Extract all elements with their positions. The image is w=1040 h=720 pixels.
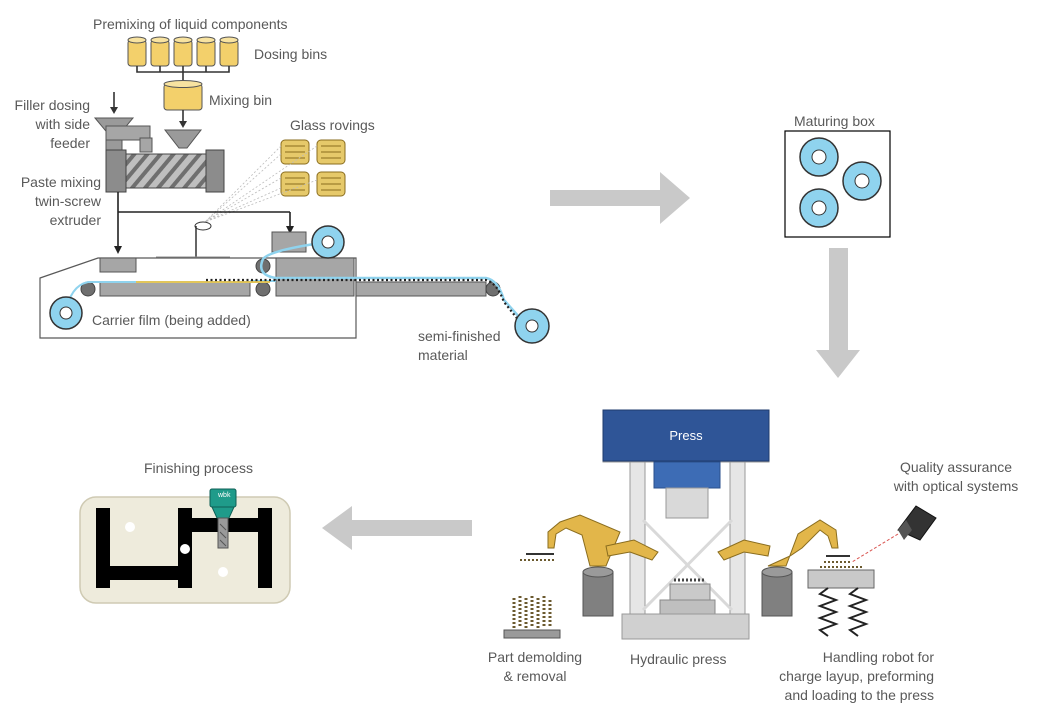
semi-finished-line: semi-finished — [418, 328, 501, 344]
finishing-station — [79, 488, 291, 604]
smc-production-line — [39, 36, 550, 344]
flow-arrow-down — [816, 248, 860, 378]
paste-feed-lines — [117, 192, 291, 250]
flow-arrow-left — [322, 506, 472, 550]
glass-rovings — [204, 139, 346, 223]
roving-spool — [280, 171, 310, 197]
semi-finished-line: material — [418, 347, 468, 363]
twin-screw-extruder — [105, 149, 225, 193]
paste-mixing-line: twin-screw — [34, 193, 101, 209]
dosing-bin — [150, 36, 170, 67]
finishing-process-label: Finishing process — [144, 460, 253, 476]
lower-conveyor — [99, 281, 251, 297]
prepreg-roll — [842, 161, 882, 201]
handling-robot-label: Handling robot for charge layup, preform… — [740, 648, 934, 705]
roving-spool — [280, 139, 310, 165]
press-header — [602, 409, 770, 462]
maturing-box-label: Maturing box — [794, 113, 875, 129]
demolded-parts-stack — [503, 596, 561, 639]
handling-robot-line: and loading to the press — [784, 687, 934, 703]
paste-mixing-line: extruder — [49, 212, 101, 228]
carrier-film-roll — [49, 296, 83, 330]
dosing-bin — [196, 36, 216, 67]
roving-spool — [316, 139, 346, 165]
handling-robot-line: charge layup, preforming — [779, 668, 934, 684]
mixing-bin-label: Mixing bin — [209, 92, 273, 108]
filler-dosing-line: feeder — [50, 135, 90, 151]
premixing-label: Premixing of liquid components — [93, 16, 288, 32]
prepreg-roll — [799, 137, 839, 177]
part-demolding-line: Part demolding — [487, 649, 583, 665]
carrier-film-roll-top — [311, 225, 345, 259]
prepreg-roll — [799, 188, 839, 228]
carrier-film-label: Carrier film (being added) — [92, 312, 251, 328]
filler-dosing-label: Filler dosing with side feeder — [0, 96, 90, 153]
roving-spool — [316, 171, 346, 197]
glass-rovings-label: Glass rovings — [290, 117, 375, 133]
quality-assurance-line: with optical systems — [893, 478, 1019, 494]
quality-assurance-label: Quality assurance with optical systems — [872, 458, 1040, 496]
filler-dosing-line: with side — [35, 116, 90, 132]
flow-arrow-right — [550, 172, 690, 224]
mixing-bin — [163, 80, 203, 128]
dosing-bin — [219, 36, 239, 67]
optical-camera-icon — [851, 505, 937, 563]
tool-brand-label: wbk — [218, 492, 231, 499]
demolding-robot — [520, 514, 659, 617]
handling-robot-line: Handling robot for — [822, 649, 934, 665]
filler-dosing-line: Filler dosing — [14, 97, 90, 113]
milling-tool-icon — [209, 488, 237, 549]
maturing-box — [784, 130, 891, 238]
part-demolding-label: Part demolding & removal — [470, 648, 600, 686]
handling-robot — [717, 519, 875, 637]
press-label: Press — [669, 428, 703, 443]
side-feeder — [105, 125, 153, 153]
hydraulic-press-label: Hydraulic press — [630, 651, 727, 667]
part-demolding-line: & removal — [503, 668, 567, 684]
paste-mixing-label: Paste mixing twin-screw extruder — [0, 173, 101, 230]
semi-finished-roll — [514, 308, 550, 344]
dosing-bins-label: Dosing bins — [254, 46, 328, 62]
resin-hopper — [163, 129, 203, 149]
dosing-bin — [173, 36, 193, 67]
quality-assurance-line: Quality assurance — [899, 459, 1013, 475]
paste-mixing-line: Paste mixing — [20, 174, 101, 190]
dosing-bins — [127, 36, 239, 82]
output-conveyor — [355, 281, 487, 297]
semi-finished-label: semi-finished material — [418, 327, 500, 365]
dosing-bin — [127, 36, 147, 67]
